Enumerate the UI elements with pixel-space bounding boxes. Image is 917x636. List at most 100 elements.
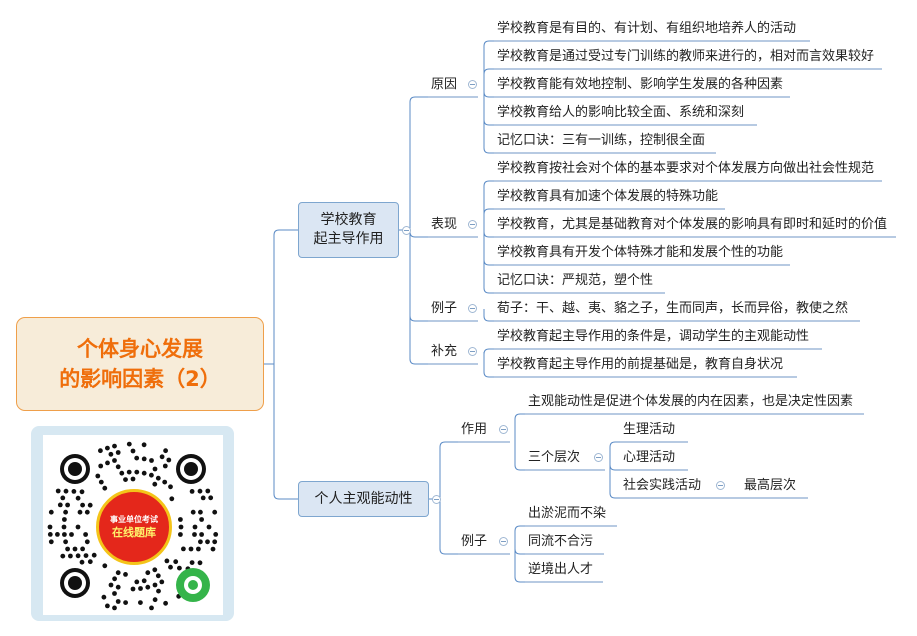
qr-dot — [57, 502, 63, 508]
reason-item[interactable]: 学校教育给人的影响比较全面、系统和深刻 — [497, 105, 745, 120]
collapse-icon[interactable] — [499, 537, 508, 546]
qr-dot — [47, 532, 53, 537]
root-to-agency — [273, 364, 298, 500]
level-item[interactable]: 生理活动 — [623, 422, 676, 437]
manifestation-item[interactable]: 学校教育具有开发个体特殊才能和发展个性的功能 — [497, 245, 784, 260]
example-item[interactable]: 荀子：干、越、夷、貉之子，生而同声，长而异俗，教使之然 — [497, 301, 849, 316]
qr-dot — [190, 509, 196, 515]
supplement-item[interactable]: 学校教育起主导作用的前提基础是，教育自身状况 — [497, 357, 784, 372]
qr-dot — [189, 489, 195, 494]
group-label-reasons[interactable]: 原因 — [431, 77, 458, 92]
qr-dot — [61, 524, 67, 530]
collapse-icon[interactable] — [468, 80, 477, 89]
level-item[interactable]: 社会实践活动 — [623, 478, 702, 493]
qr-dot — [198, 539, 203, 545]
qr-dot — [62, 532, 67, 537]
root-topic[interactable]: 个体身心发展 的影响因素（2） — [16, 317, 264, 411]
manifestation-item[interactable]: 学校教育，尤其是基础教育对个体发展的影响具有即时和延时的价值 — [497, 217, 888, 232]
group-label-example[interactable]: 例子 — [431, 301, 458, 316]
collapse-icon[interactable] — [468, 220, 477, 229]
collapse-icon[interactable] — [468, 304, 477, 313]
qr-dot — [178, 517, 183, 522]
qr-dot — [80, 502, 85, 508]
reason-item[interactable]: 学校教育能有效地控制、影响学生发展的各种因素 — [497, 77, 784, 92]
item-connector — [483, 348, 494, 355]
agency-example-item[interactable]: 出淤泥而不染 — [528, 506, 607, 521]
collapse-icon[interactable] — [468, 347, 477, 356]
qr-dot — [119, 470, 125, 476]
reason-item[interactable]: 记忆口诀：三有一训练，控制很全面 — [497, 133, 706, 148]
item-connector — [514, 525, 525, 542]
levels-label[interactable]: 三个层次 — [528, 450, 581, 465]
qr-dot — [152, 481, 158, 487]
qr-dot — [65, 502, 70, 508]
agency-example-item[interactable]: 同流不合污 — [528, 534, 594, 549]
qr-dot — [199, 532, 205, 537]
manifestation-item[interactable]: 记忆口诀：严规范，塑个性 — [497, 273, 654, 288]
qr-dot — [95, 473, 101, 479]
qr-dot — [159, 454, 165, 460]
supplement-item[interactable]: 学校教育起主导作用的条件是，调动学生的主观能动性 — [497, 329, 810, 344]
group-label-supplement[interactable]: 补充 — [431, 344, 458, 359]
collapse-icon[interactable] — [716, 481, 725, 490]
school-to-supplement — [409, 230, 428, 365]
collapse-icon[interactable] — [499, 425, 508, 434]
qr-dot — [105, 445, 110, 451]
item-connector — [483, 40, 494, 85]
top-level-note[interactable]: 最高层次 — [744, 478, 797, 493]
qr-dot — [212, 509, 218, 515]
school-to-example — [409, 230, 428, 322]
qr-dot — [173, 559, 179, 565]
qr-dot — [115, 450, 121, 455]
branch-personal-agency[interactable]: 个人主观能动性 — [298, 481, 429, 517]
collapse-icon[interactable] — [432, 495, 441, 504]
school-to-reasons — [409, 96, 428, 230]
collapse-icon[interactable] — [594, 453, 603, 462]
qr-dot — [112, 591, 117, 596]
manifestation-item[interactable]: 学校教育具有加速个体发展的特殊功能 — [497, 189, 719, 204]
group-label-examples[interactable]: 例子 — [461, 534, 488, 549]
qr-dot — [83, 553, 89, 558]
qr-dot — [149, 472, 154, 478]
qr-badge: 事业单位考试 在线题库 — [96, 489, 172, 565]
qr-code: 事业单位考试 在线题库 — [43, 435, 223, 615]
qr-dot — [101, 594, 107, 600]
level-item[interactable]: 心理活动 — [623, 450, 676, 465]
qr-dot — [152, 567, 158, 573]
item-connector — [483, 225, 494, 266]
collapse-icon[interactable] — [402, 226, 411, 235]
qr-dot — [169, 496, 175, 502]
effect-statement[interactable]: 主观能动性是促进个体发展的内在因素，也是决定性因素 — [528, 394, 854, 409]
reason-item[interactable]: 学校教育是通过受过专门训练的教师来进行的，相对而言效果较好 — [497, 49, 875, 64]
qr-dot — [130, 448, 136, 454]
agency-to-examples — [439, 499, 458, 555]
branch-school-education[interactable]: 学校教育 起主导作用 — [298, 202, 399, 258]
qr-dot — [72, 546, 78, 552]
qr-dot — [189, 560, 195, 565]
qr-dot — [115, 570, 121, 576]
qr-dot — [65, 546, 70, 552]
qr-dot — [126, 441, 132, 447]
manifestation-item[interactable]: 学校教育按社会对个体的基本要求对个体发展方向做出社会性规范 — [497, 161, 875, 176]
branch-agency-label: 个人主观能动性 — [314, 490, 413, 507]
qr-dot — [102, 563, 108, 569]
qr-dot — [166, 457, 172, 463]
qr-dot — [181, 546, 186, 552]
qr-dot — [141, 578, 147, 584]
item-connector — [483, 85, 494, 98]
qr-dot — [48, 539, 54, 545]
qr-dot — [123, 600, 128, 605]
qr-dot — [196, 546, 201, 552]
qr-code-card[interactable]: 事业单位考试 在线题库 — [31, 426, 234, 621]
qr-dot — [123, 572, 128, 577]
group-label-manifestations[interactable]: 表现 — [431, 217, 458, 232]
reason-item[interactable]: 学校教育是有目的、有计划、有组织地培养人的活动 — [497, 21, 797, 36]
qr-dot — [178, 524, 184, 530]
qr-dot — [115, 464, 121, 470]
qr-dot — [134, 455, 140, 461]
qr-dot — [197, 488, 203, 494]
group-label-effect[interactable]: 作用 — [461, 422, 488, 437]
qr-dot — [164, 558, 170, 564]
agency-example-item[interactable]: 逆境出人才 — [528, 562, 594, 577]
